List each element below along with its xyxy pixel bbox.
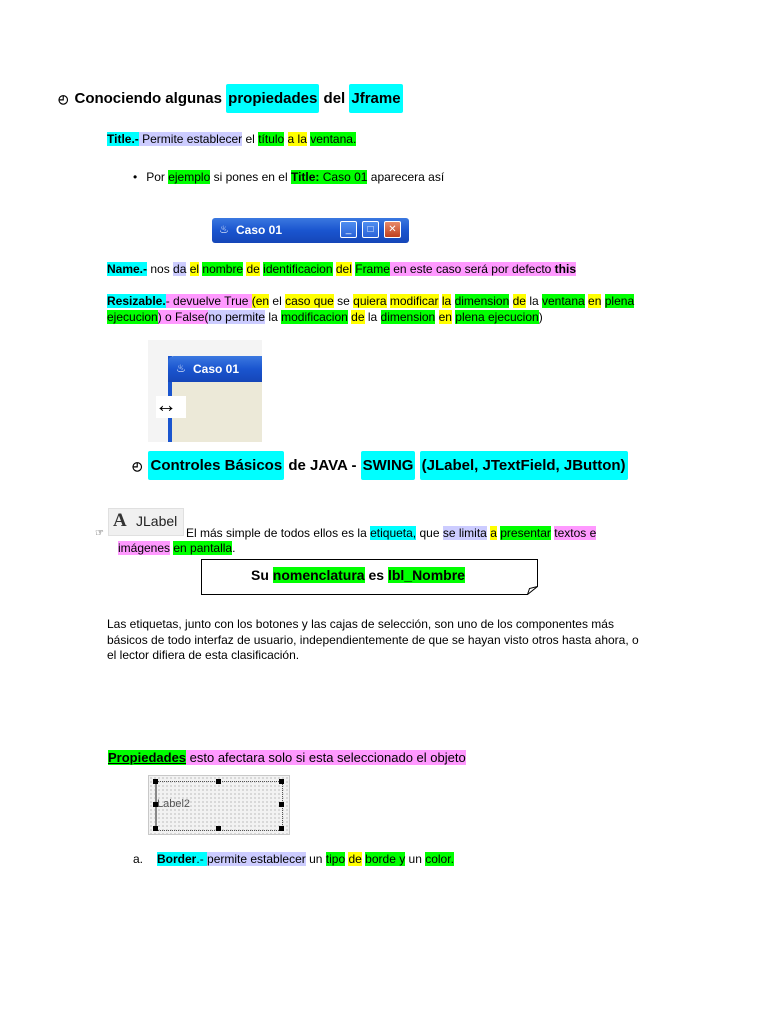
resize-handle (153, 802, 158, 807)
jlabel-palette-icon: A JLabel (108, 508, 184, 536)
java-cup-icon: ♨ (176, 363, 186, 375)
resize-handle (153, 826, 158, 831)
resize-handle (279, 826, 284, 831)
border-property-item: a.Border.- permite establecer un tipo de… (133, 852, 454, 866)
clock-bullet-icon: ◴ (58, 92, 69, 106)
minimize-icon: _ (340, 221, 357, 238)
title-property-line: Title.- Permite establecer el título a l… (107, 132, 357, 146)
nomenclature-text: Su nomenclatura es lbl_Nombre (251, 567, 465, 583)
label-component-image: Label2 (148, 775, 290, 835)
window-titlebar-image: ♨ Caso 01 _ □ ✕ (212, 218, 409, 243)
clock-bullet-icon: ◴ (132, 459, 143, 473)
jlabel-description-line-1: El más simple de todos ellos es la etiqu… (186, 526, 597, 540)
section-heading-jframe: ◴Conociendo algunas propiedades del Jfra… (58, 84, 403, 113)
resize-handle (279, 802, 284, 807)
resizable-property-line-1: Resizable.- devuelve True (en el caso qu… (107, 294, 635, 308)
resize-handle (216, 779, 221, 784)
resize-window-image: ♨ Caso 01 ↔ (148, 340, 262, 442)
bullet-arrow-icon: ☞ (95, 528, 104, 539)
resize-handle (279, 779, 284, 784)
example-bullet-line: •Por ejemplo si pones en el Title: Caso … (133, 170, 445, 184)
jlabel-description-line-2: imágenes en pantalla. (118, 541, 236, 555)
resize-handle (216, 826, 221, 831)
resize-handle (153, 779, 158, 784)
properties-line: Propiedades esto afectara solo si esta s… (108, 750, 466, 765)
maximize-icon: □ (362, 221, 379, 238)
close-icon: ✕ (384, 221, 401, 238)
section-heading-controls: ◴Controles Básicos de JAVA - SWING (JLab… (132, 451, 628, 480)
resize-arrow-icon: ↔ (155, 392, 177, 417)
resizable-property-line-2: ejecucion) o False(no permite la modific… (107, 310, 543, 324)
name-property-line: Name.- nos da el nombre de identificacio… (107, 262, 577, 276)
labels-paragraph: Las etiquetas, junto con los botones y l… (107, 617, 639, 662)
nomenclature-box: Su nomenclatura es lbl_Nombre (201, 559, 538, 595)
java-cup-icon: ♨ (219, 224, 229, 236)
